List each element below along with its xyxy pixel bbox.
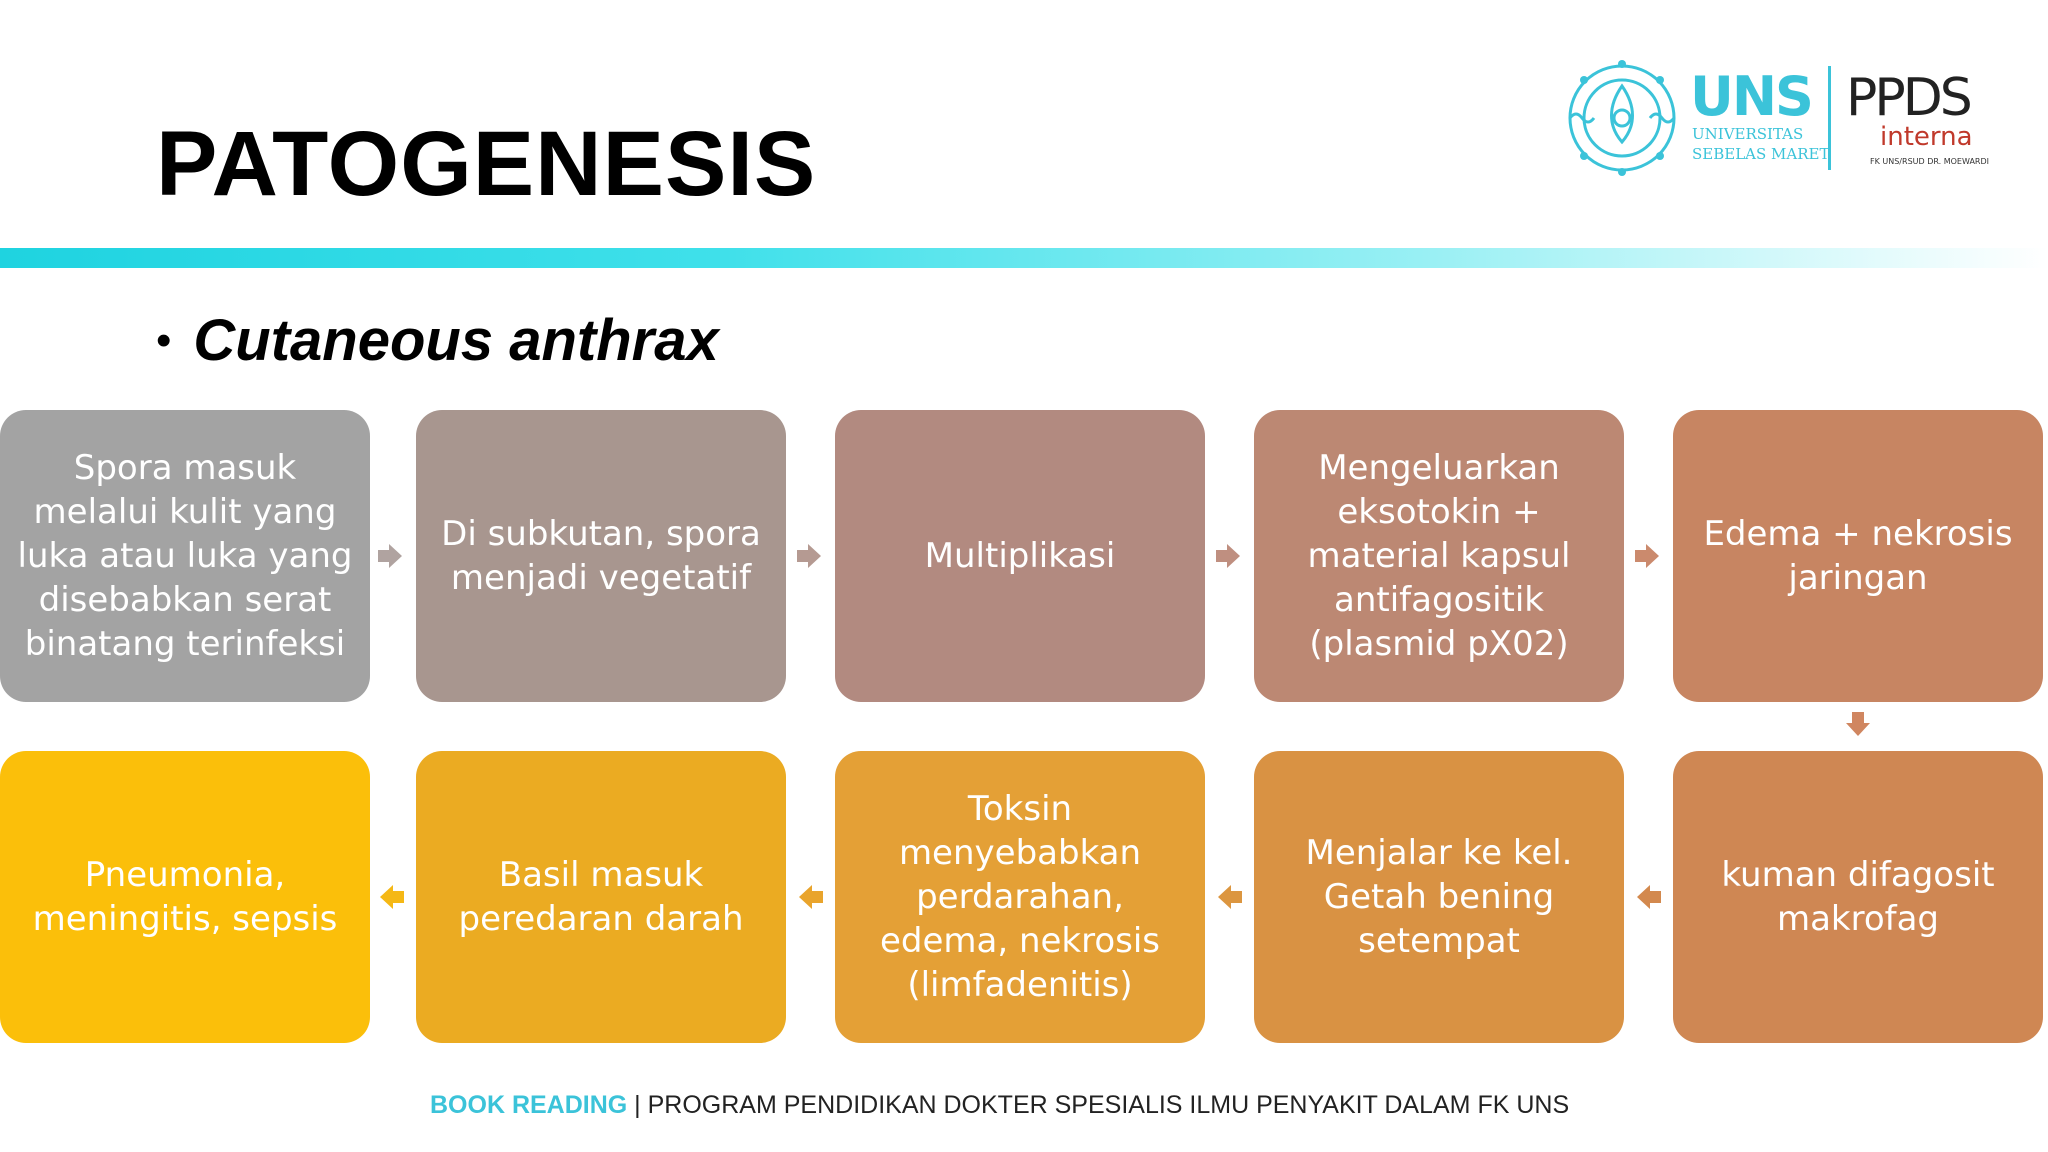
accent-bar: [0, 248, 2048, 268]
interna-logo-text: interna: [1880, 122, 1973, 152]
flow-box-3-text: Multiplikasi: [924, 536, 1116, 576]
flow-box-4: Mengeluarkan eksotokin + material kapsul…: [1254, 410, 1624, 702]
logo-divider: [1828, 66, 1831, 170]
footer-separator: |: [627, 1091, 648, 1119]
footer: BOOK READING | PROGRAM PENDIDIKAN DOKTER…: [430, 1090, 1630, 1120]
flow-box-3: Multiplikasi: [835, 410, 1205, 702]
footer-text: PROGRAM PENDIDIKAN DOKTER SPESIALIS ILMU…: [647, 1091, 1570, 1119]
bullet-marker: •: [156, 316, 172, 365]
flow-box-6: kuman difagosit makrofag: [1673, 751, 2043, 1043]
flow-box-9-text: Basil masuk peredaran darah: [458, 855, 744, 939]
arrow-down-icon: [1844, 710, 1872, 738]
flow-box-1-text: Spora masuk melalui kulit yang luka atau…: [17, 448, 353, 664]
flow-box-9: Basil masuk peredaran darah: [416, 751, 786, 1043]
arrow-right-icon: [795, 542, 823, 570]
flow-box-2-text: Di subkutan, spora menjadi vegetatif: [441, 514, 761, 598]
bullet-heading: • Cutaneous anthrax: [156, 312, 719, 370]
page-title: PATOGENESIS: [156, 113, 817, 215]
uns-seal-icon: [1568, 60, 1676, 176]
flow-box-5-text: Edema + nekrosis jaringan: [1703, 514, 2013, 598]
arrow-left-icon: [797, 883, 825, 911]
ppds-logo-text: PPDS: [1846, 68, 1973, 128]
arrow-left-icon: [378, 883, 406, 911]
flow-box-6-text: kuman difagosit makrofag: [1721, 855, 1995, 939]
footer-accent: BOOK READING: [430, 1091, 628, 1119]
flow-box-2: Di subkutan, spora menjadi vegetatif: [416, 410, 786, 702]
flow-box-7-text: Menjalar ke kel. Getah bening setempat: [1305, 833, 1573, 961]
fk-logo-text: FK UNS/RSUD DR. MOEWARDI: [1870, 157, 1989, 166]
flow-box-10: Pneumonia, meningitis, sepsis: [0, 751, 370, 1043]
flow-box-10-text: Pneumonia, meningitis, sepsis: [32, 855, 338, 939]
arrow-right-icon: [1214, 542, 1242, 570]
flow-box-1: Spora masuk melalui kulit yang luka atau…: [0, 410, 370, 702]
uns-logo-subtitle: UNIVERSITAS SEBELAS MARET: [1692, 124, 1829, 164]
arrow-right-icon: [1633, 542, 1661, 570]
flow-box-7: Menjalar ke kel. Getah bening setempat: [1254, 751, 1624, 1043]
bullet-text: Cutaneous anthrax: [193, 308, 719, 373]
arrow-left-icon: [1216, 883, 1244, 911]
flow-box-8: Toksin menyebabkan perdarahan, edema, ne…: [835, 751, 1205, 1043]
flow-box-5: Edema + nekrosis jaringan: [1673, 410, 2043, 702]
flow-box-8-text: Toksin menyebabkan perdarahan, edema, ne…: [879, 789, 1161, 1005]
flow-box-4-text: Mengeluarkan eksotokin + material kapsul…: [1307, 448, 1571, 664]
uns-subtitle-line2: SEBELAS MARET: [1692, 145, 1830, 163]
logo: UNS UNIVERSITAS SEBELAS MARET PPDS inter…: [1560, 52, 2020, 184]
uns-subtitle-line1: UNIVERSITAS: [1692, 125, 1804, 143]
arrow-right-icon: [376, 542, 404, 570]
uns-logo-text: UNS: [1690, 65, 1814, 128]
arrow-left-icon: [1635, 883, 1663, 911]
